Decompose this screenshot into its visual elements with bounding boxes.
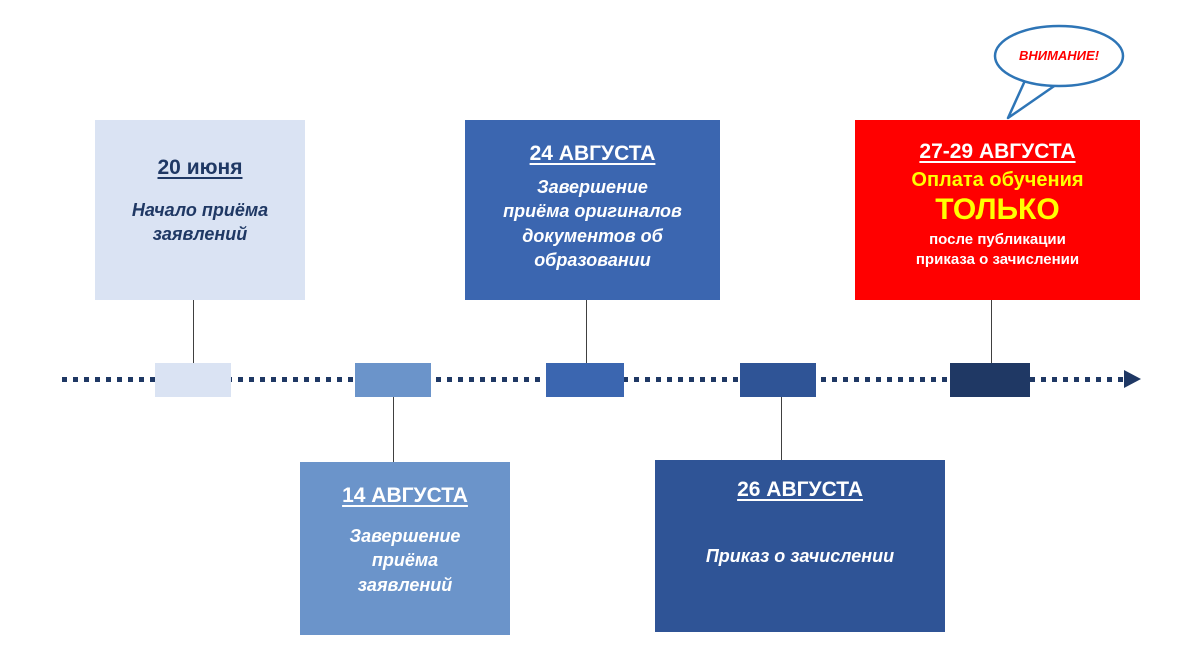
event-date: 24 АВГУСТА: [529, 142, 656, 165]
event-box-14-august: 14 АВГУСТА Завершение приёма заявлений: [300, 462, 510, 635]
attention-bubble: ВНИМАНИЕ!: [980, 22, 1140, 127]
event-box-20-june: 20 июня Начало приёма заявлений: [95, 120, 305, 300]
event-text: Завершение приёма оригиналов документов …: [503, 177, 682, 270]
connector-26-august: [781, 397, 782, 460]
connector-24-august: [586, 300, 587, 363]
event-date: 26 АВГУСТА: [737, 478, 863, 501]
connector-27-29-august: [991, 300, 992, 363]
event-text: Приказ о зачислении: [705, 546, 895, 566]
timeline-marker-20-june: [155, 363, 231, 397]
timeline-marker-26-august: [740, 363, 816, 397]
event-date: 20 июня: [157, 156, 243, 179]
event-box-27-29-august: 27-29 АВГУСТА Оплата обучения ТОЛЬКО пос…: [855, 120, 1140, 300]
connector-20-june: [193, 300, 194, 363]
event-after-line: после публикации приказа о зачислении: [915, 231, 1080, 268]
connector-14-august: [393, 397, 394, 462]
event-date: 27-29 АВГУСТА: [919, 140, 1076, 163]
event-box-24-august: 24 АВГУСТА Завершение приёма оригиналов …: [465, 120, 720, 300]
event-date: 14 АВГУСТА: [342, 484, 468, 507]
event-text: Начало приёма заявлений: [131, 200, 269, 245]
event-only-line: ТОЛЬКО: [935, 193, 1060, 226]
timeline-arrow-icon: [1124, 370, 1141, 388]
event-text: Завершение приёма заявлений: [349, 526, 461, 595]
speech-bubble-shape: [993, 24, 1125, 120]
timeline-marker-27-29-august: [950, 363, 1030, 397]
attention-label: ВНИМАНИЕ!: [1018, 48, 1100, 63]
timeline-marker-14-august: [355, 363, 431, 397]
event-box-26-august: 26 АВГУСТА Приказ о зачислении: [655, 460, 945, 632]
timeline-marker-24-august: [546, 363, 624, 397]
event-payment-line: Оплата обучения: [911, 169, 1084, 191]
